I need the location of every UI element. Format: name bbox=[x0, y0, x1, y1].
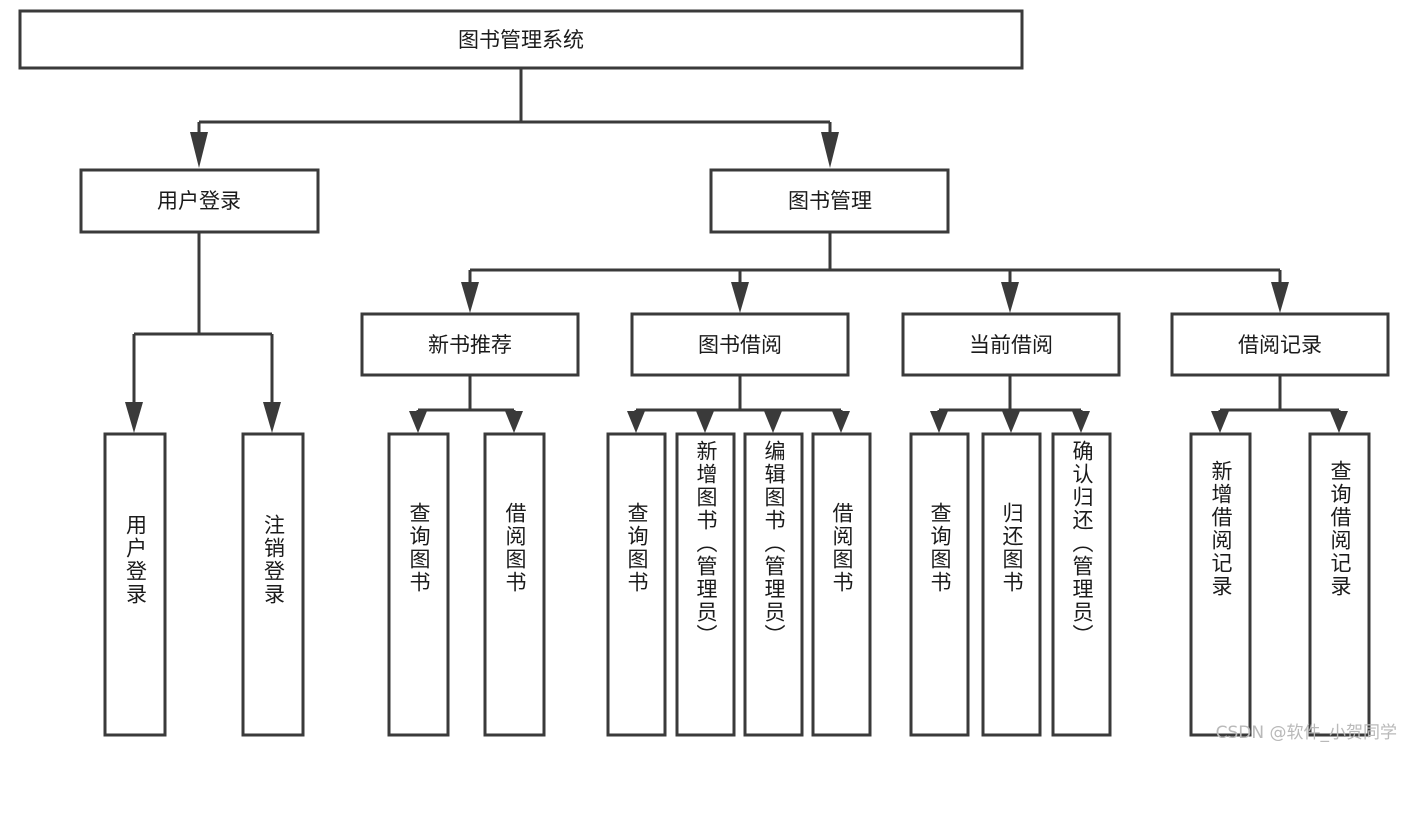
leaf-return-book[interactable]: 归还图书 bbox=[983, 434, 1040, 803]
arrow-br-to-leaf-1 bbox=[1211, 411, 1229, 433]
node-new-book-rec[interactable]: 新书推荐 bbox=[360, 312, 580, 377]
node-book-manage-box[interactable] bbox=[709, 168, 950, 234]
node-user-login-label: 用户登录 bbox=[157, 189, 241, 213]
node-current-borrow[interactable]: 当前借阅 bbox=[901, 312, 1121, 377]
node-borrow-record-label: 借阅记录 bbox=[1238, 333, 1322, 357]
leaf-query-book-cur[interactable]: 查询图书 bbox=[911, 434, 968, 803]
leaf-query-borrow-record-label: 查询借阅记录 bbox=[1328, 460, 1352, 598]
leaf-borrow-book-box[interactable] bbox=[811, 432, 872, 737]
leaf-query-book-rec[interactable]: 查询图书 bbox=[389, 434, 448, 803]
leaf-query-book-borrow[interactable]: 查询图书 bbox=[608, 434, 665, 803]
leaf-edit-book-box[interactable] bbox=[743, 432, 804, 737]
arrow-user-login-to-leaf-1 bbox=[125, 402, 143, 433]
leaf-borrow-book[interactable]: 借阅图书 bbox=[813, 434, 870, 803]
arrow-bb-to-leaf-2 bbox=[696, 411, 714, 433]
arrow-bb-to-leaf-4 bbox=[832, 411, 850, 433]
leaf-user-logout[interactable]: 注销登录 bbox=[243, 434, 303, 815]
node-new-book-rec-label: 新书推荐 bbox=[428, 333, 512, 357]
leaf-add-book[interactable]: 新增图书（管理员） bbox=[677, 434, 734, 741]
leaf-query-book-borrow-box[interactable] bbox=[606, 432, 667, 737]
arrow-nbr-to-leaf-1 bbox=[409, 411, 427, 433]
node-current-borrow-box[interactable] bbox=[901, 312, 1121, 377]
arrow-br-to-leaf-2 bbox=[1330, 411, 1348, 433]
flowchart-diagram: 图书管理系统 用户登录 图书管理 新书推荐 图书借阅 当前借阅 借阅记录 bbox=[18, 9, 1397, 743]
leaf-add-borrow-record[interactable]: 新增借阅记录 bbox=[1191, 434, 1250, 761]
node-new-book-rec-box[interactable] bbox=[360, 312, 580, 377]
leaf-borrow-book-rec[interactable]: 借阅图书 bbox=[485, 434, 544, 803]
leaf-query-book-borrow-label: 查询图书 bbox=[625, 502, 649, 594]
node-book-borrow-box[interactable] bbox=[630, 312, 850, 377]
arrow-bb-to-leaf-3 bbox=[764, 411, 782, 433]
leaf-edit-book[interactable]: 编辑图书（管理员） bbox=[745, 434, 802, 741]
arrow-root-to-user-login bbox=[190, 132, 208, 168]
leaf-edit-book-label: 编辑图书（管理员） bbox=[762, 440, 786, 647]
leaf-borrow-book-rec-box[interactable] bbox=[483, 432, 546, 737]
leaf-query-book-cur-box[interactable] bbox=[909, 432, 970, 737]
leaf-add-book-box[interactable] bbox=[675, 432, 736, 737]
leaf-query-book-rec-label: 查询图书 bbox=[407, 502, 431, 594]
node-user-login-box[interactable] bbox=[79, 168, 320, 234]
leaf-return-book-label: 归还图书 bbox=[1000, 502, 1024, 594]
leaf-borrow-book-label: 借阅图书 bbox=[830, 502, 854, 594]
leaf-add-book-label: 新增图书（管理员） bbox=[694, 440, 718, 647]
arrow-root-to-book-manage bbox=[821, 132, 839, 168]
arrow-bm-to-new-book-rec bbox=[461, 282, 479, 313]
leaf-query-borrow-record[interactable]: 查询借阅记录 bbox=[1310, 434, 1369, 761]
flowchart-svg: 图书管理系统 用户登录 图书管理 新书推荐 图书借阅 当前借阅 借阅记录 bbox=[18, 9, 1390, 737]
arrow-cb-to-leaf-3 bbox=[1072, 411, 1090, 433]
connector-group bbox=[125, 68, 1348, 433]
node-root-label: 图书管理系统 bbox=[458, 28, 584, 52]
node-borrow-record-box[interactable] bbox=[1170, 312, 1390, 377]
node-root[interactable]: 图书管理系统 bbox=[18, 9, 1024, 70]
leaf-user-login-label: 用户登录 bbox=[123, 514, 148, 606]
leaf-box-group bbox=[103, 432, 1371, 737]
leaf-add-borrow-record-box[interactable] bbox=[1189, 432, 1252, 737]
arrow-bm-to-current-borrow bbox=[1001, 282, 1019, 313]
leaf-query-book-cur-label: 查询图书 bbox=[928, 502, 952, 594]
arrow-bm-to-book-borrow bbox=[731, 282, 749, 313]
node-current-borrow-label: 当前借阅 bbox=[969, 333, 1053, 357]
node-book-borrow-label: 图书借阅 bbox=[698, 333, 782, 357]
arrow-bm-to-borrow-record bbox=[1271, 282, 1289, 313]
leaf-user-logout-label: 注销登录 bbox=[261, 514, 286, 606]
leaf-borrow-book-rec-label: 借阅图书 bbox=[503, 502, 527, 594]
arrow-bb-to-leaf-1 bbox=[627, 411, 645, 433]
leaf-return-book-box[interactable] bbox=[981, 432, 1042, 737]
leaf-user-logout-box[interactable] bbox=[241, 432, 305, 737]
node-book-borrow[interactable]: 图书借阅 bbox=[630, 312, 850, 377]
arrow-nbr-to-leaf-2 bbox=[505, 411, 523, 433]
node-root-box[interactable] bbox=[18, 9, 1024, 70]
arrow-cb-to-leaf-1 bbox=[930, 411, 948, 433]
node-user-login[interactable]: 用户登录 bbox=[79, 168, 320, 234]
node-book-manage[interactable]: 图书管理 bbox=[709, 168, 950, 234]
leaf-confirm-return[interactable]: 确认归还（管理员） bbox=[1053, 434, 1110, 741]
leaf-query-borrow-record-box[interactable] bbox=[1308, 432, 1371, 737]
leaf-confirm-return-label: 确认归还（管理员） bbox=[1070, 440, 1094, 647]
leaf-user-login[interactable]: 用户登录 bbox=[105, 434, 165, 815]
node-borrow-record[interactable]: 借阅记录 bbox=[1170, 312, 1390, 377]
leaf-add-borrow-record-label: 新增借阅记录 bbox=[1209, 460, 1233, 598]
node-book-manage-label: 图书管理 bbox=[788, 189, 872, 213]
arrow-cb-to-leaf-2 bbox=[1002, 411, 1020, 433]
leaf-confirm-return-box[interactable] bbox=[1051, 432, 1112, 737]
arrow-user-login-to-leaf-2 bbox=[263, 402, 281, 433]
leaf-user-login-box[interactable] bbox=[103, 432, 167, 737]
leaf-query-book-rec-box[interactable] bbox=[387, 432, 450, 737]
